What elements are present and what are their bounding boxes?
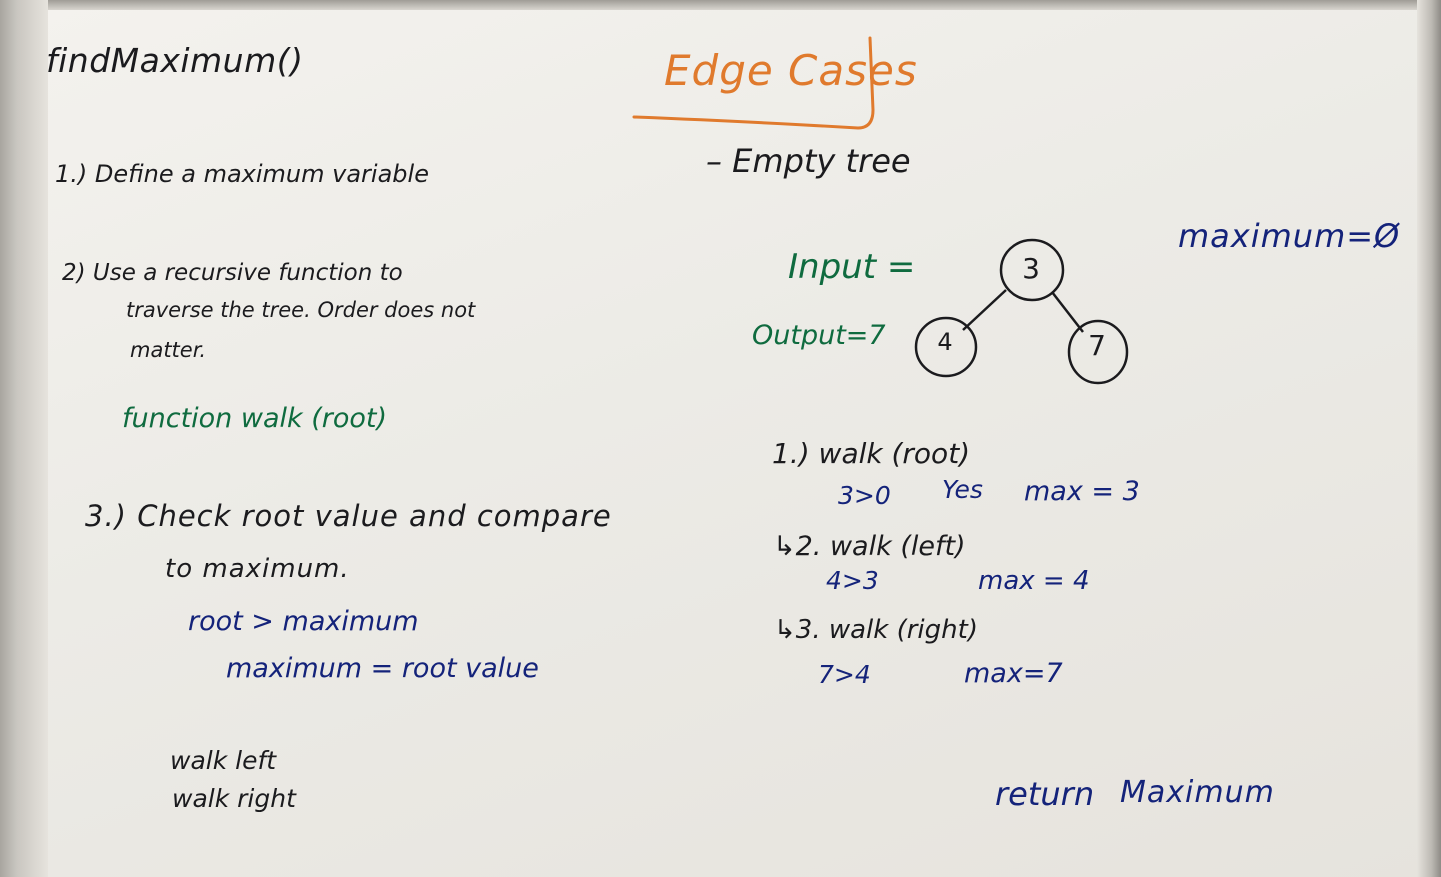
tree-edge-left — [962, 289, 1007, 331]
step-2-line-2: traverse the tree. Order does not — [126, 298, 476, 322]
trace-call-3: ↳3. walk (right) — [774, 615, 978, 645]
step-1: 1.) Define a maximum variable — [55, 160, 429, 188]
trace-call-1: 1.) walk (root) — [772, 437, 971, 470]
input-label: Input = — [788, 247, 916, 287]
trace-compare-3: 7>4 — [818, 660, 871, 689]
trace-max-2: max = 4 — [978, 566, 1090, 596]
trace-max-3: max=7 — [964, 658, 1063, 689]
return-value: Maximum — [1120, 775, 1275, 810]
tree-node-left-circle — [914, 316, 978, 378]
trace-call-2: ↳2. walk (left) — [773, 531, 966, 562]
tree-node-right-circle — [1067, 319, 1129, 385]
step-3-line-2: to maximum. — [165, 554, 350, 584]
tree-edge-right — [1051, 291, 1084, 333]
tree-node-root: 3 — [1022, 252, 1040, 285]
whiteboard-frame-right — [1417, 0, 1441, 877]
walk-left-text: walk left — [170, 746, 277, 775]
assignment-line: maximum = root value — [226, 653, 539, 684]
tree-node-right: 7 — [1088, 329, 1106, 362]
trace-note-1: Yes — [942, 475, 983, 504]
empty-tree-note: – Empty tree — [706, 142, 911, 180]
step-2-line-3: matter. — [130, 338, 207, 362]
step-3-line-1: 3.) Check root value and compare — [85, 499, 612, 533]
condition-line: root > maximum — [188, 606, 419, 637]
function-signature: function walk (root) — [122, 403, 388, 434]
whiteboard-frame-top — [0, 0, 1441, 10]
return-keyword: return — [995, 775, 1095, 813]
maximum-initial-value: maximum=Ø — [1178, 217, 1401, 255]
tree-node-left: 4 — [937, 328, 953, 356]
output-label: Output=7 — [752, 320, 886, 351]
tree-node-root-circle — [999, 238, 1065, 302]
whiteboard-frame-left — [0, 0, 48, 877]
walk-right-text: walk right — [172, 784, 296, 813]
board-title: findMaximum() — [46, 41, 304, 80]
trace-compare-1: 3>0 — [838, 481, 891, 510]
edge-cases-box — [632, 36, 875, 130]
trace-compare-2: 4>3 — [826, 566, 879, 595]
trace-max-1: max = 3 — [1024, 476, 1140, 507]
edge-cases-heading: Edge Cases — [664, 46, 918, 95]
step-2-line-1: 2) Use a recursive function to — [62, 260, 403, 286]
